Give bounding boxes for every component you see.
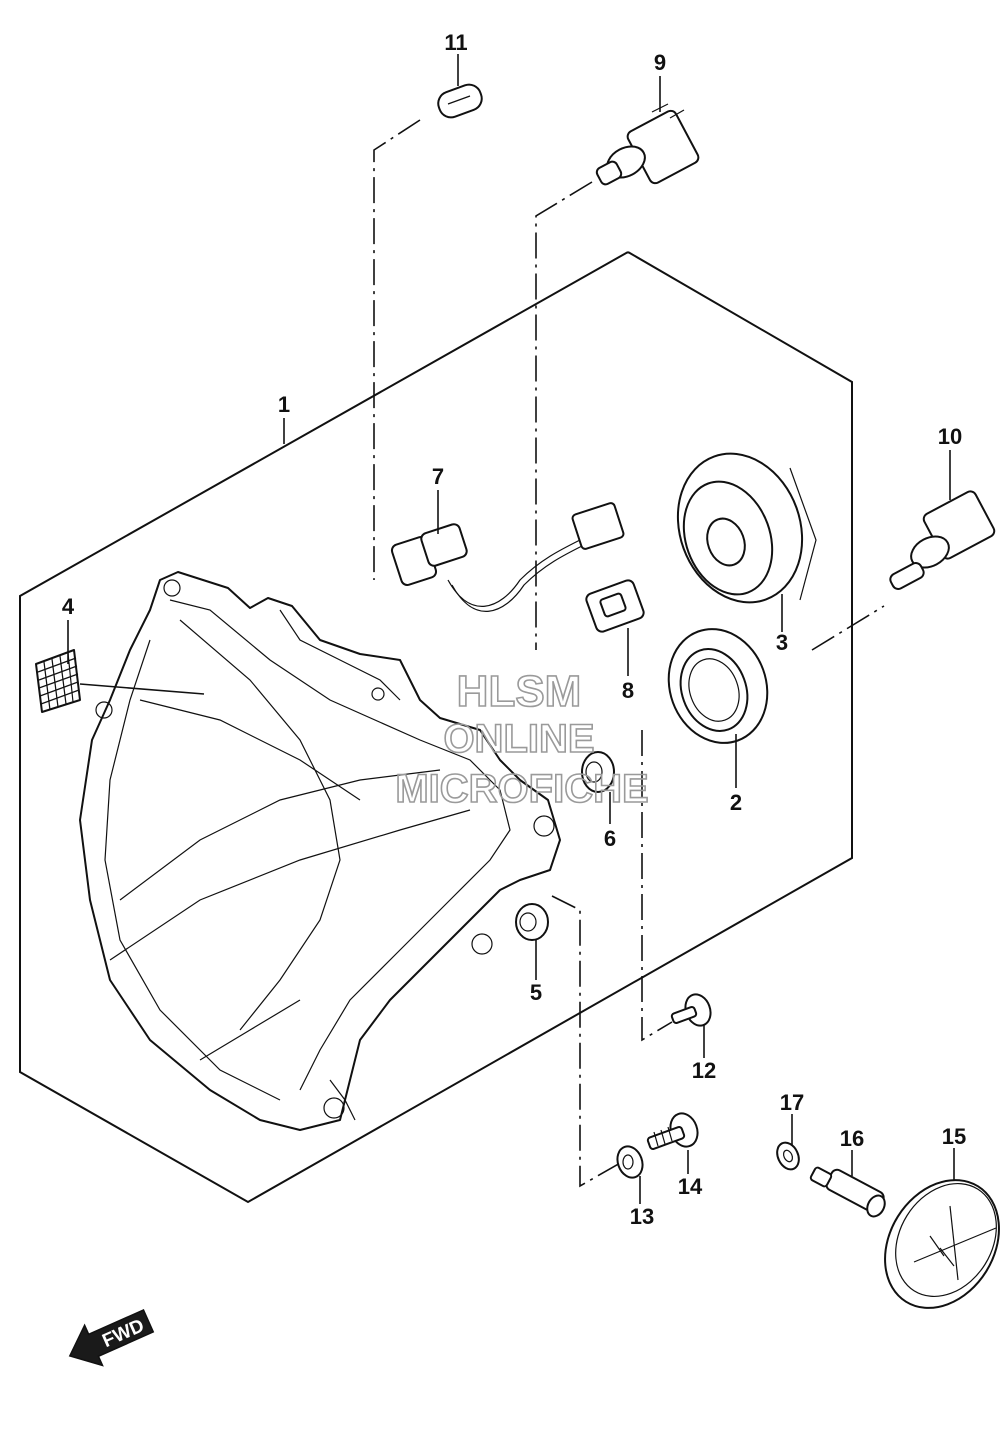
part-label-1: 1 (278, 392, 290, 417)
nut-part (616, 1145, 644, 1179)
part-label-10: 10 (938, 424, 962, 449)
washer-part (776, 1141, 800, 1171)
alignment-line-11 (373, 119, 421, 580)
bulb-h4-part (595, 103, 700, 186)
leader-lines (67, 54, 955, 1204)
alignment-line-12 (641, 730, 673, 1042)
grommet-small-part (515, 903, 549, 941)
watermark: HLSM ONLINE MICROFICHE (395, 666, 650, 812)
part-label-11: 11 (444, 30, 467, 55)
lens-cap-part (884, 1179, 1000, 1309)
part-label-14: 14 (678, 1174, 703, 1199)
part-label-16: 16 (840, 1126, 864, 1151)
part-label-15: 15 (942, 1124, 966, 1149)
assembly-frame (19, 251, 853, 1204)
alignment-line-10 (811, 605, 885, 651)
forward-direction-arrow: FWD (68, 1308, 155, 1367)
part-label-17: 17 (780, 1090, 804, 1115)
rubber-boot-part (667, 628, 769, 744)
part-label-9: 9 (654, 50, 666, 75)
watermark-line-2: ONLINE (443, 717, 594, 761)
part-label-5: 5 (530, 980, 542, 1005)
part-label-13: 13 (630, 1204, 654, 1229)
spacer-part (809, 1166, 886, 1218)
reflector-cup-part (676, 452, 817, 604)
part-label-12: 12 (692, 1058, 716, 1083)
socket-harness-part (390, 502, 625, 612)
part-label-7: 7 (432, 464, 444, 489)
alignment-line-13 (551, 895, 623, 1188)
part-label-8: 8 (622, 678, 634, 703)
alignment-line-9 (535, 181, 593, 650)
reflector-part (35, 649, 81, 713)
part-label-2: 2 (730, 790, 742, 815)
part-label-3: 3 (776, 630, 788, 655)
part-label-6: 6 (604, 826, 616, 851)
bulb-h7-part (889, 490, 996, 590)
part-label-4: 4 (62, 594, 75, 619)
bulb-socket-part (585, 579, 645, 633)
bulb-small-part (437, 83, 483, 119)
watermark-line-1: HLSM (457, 667, 582, 716)
watermark-line-3: MICROFICHE (395, 767, 648, 811)
screw-part (670, 993, 712, 1027)
grommet-part (581, 751, 615, 793)
bolt-part (646, 1112, 699, 1150)
headlamp-housing (79, 571, 561, 1131)
